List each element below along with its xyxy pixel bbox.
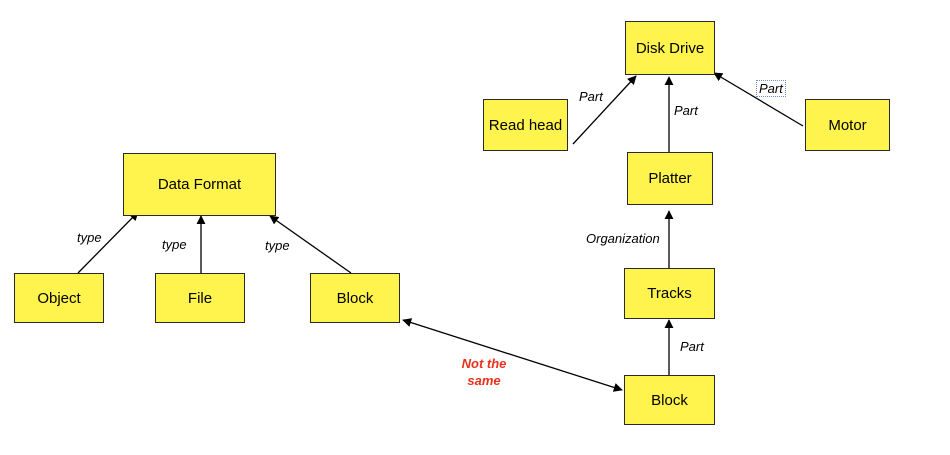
arrow-not-the-same [402, 318, 623, 392]
node-file: File [155, 273, 245, 323]
arrow-object-to-data-format [77, 211, 139, 274]
label-object-type: type [77, 230, 102, 245]
label-file-type: type [162, 237, 187, 252]
node-platter: Platter [627, 152, 713, 205]
label-platter-part: Part [674, 103, 698, 118]
arrow-read-head-to-disk-drive [572, 75, 637, 145]
node-tracks: Tracks [624, 268, 715, 319]
label-motor-part: Part [756, 80, 786, 97]
label-block-type: type [265, 238, 290, 253]
node-block-right: Block [624, 375, 715, 425]
node-motor: Motor [805, 99, 890, 151]
label-block-part: Part [680, 339, 704, 354]
label-tracks-organization: Organization [586, 231, 660, 246]
node-object: Object [14, 273, 104, 323]
arrow-motor-to-disk-drive [713, 72, 804, 127]
note-line-1: Not the [461, 356, 507, 371]
note-not-the-same: Not the same [452, 355, 516, 389]
node-data-format: Data Format [123, 153, 276, 216]
note-line-2: same [467, 373, 501, 388]
label-read-head-part: Part [579, 89, 603, 104]
arrow-block-to-data-format [269, 215, 352, 274]
node-block-left: Block [310, 273, 400, 323]
node-disk-drive: Disk Drive [625, 21, 715, 75]
node-read-head: Read head [483, 99, 568, 151]
